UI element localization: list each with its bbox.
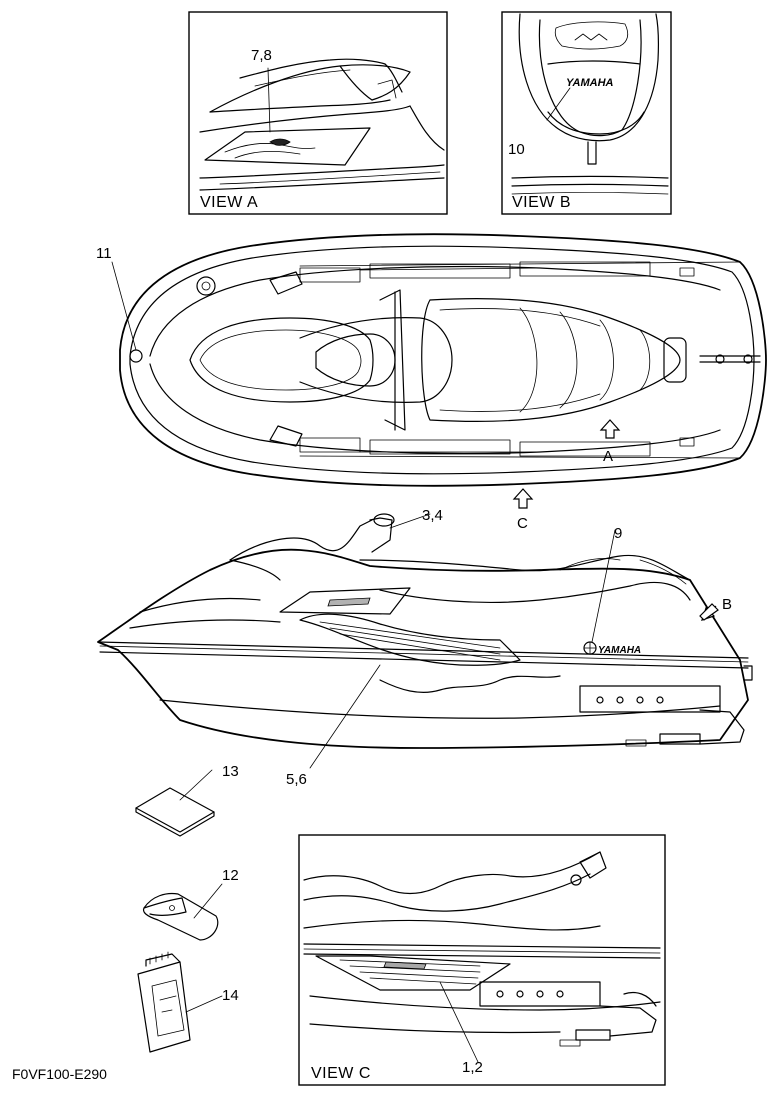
view-b-inset: YAMAHA 10 VIEW B [501, 11, 672, 215]
view-c-caption: VIEW C [311, 1065, 371, 1082]
view-c-inset: 1,2 VIEW C [298, 834, 666, 1086]
callout-12: 12 [222, 867, 239, 884]
arrow-c-label: C [517, 515, 528, 532]
callout-5-6: 5,6 [286, 771, 307, 788]
view-a-caption: VIEW A [200, 194, 258, 211]
pouch-item [142, 883, 223, 941]
booklet-item [135, 769, 215, 837]
view-a-inset: 7,8 VIEW A [188, 11, 448, 215]
callout-11: 11 [96, 245, 112, 262]
arrow-c-icon [512, 488, 534, 509]
arrow-a-label: A [603, 448, 613, 465]
figure-code: F0VF100-E290 [12, 1066, 107, 1082]
top-view [111, 233, 767, 487]
callout-7-8: 7,8 [251, 47, 272, 64]
callout-13: 13 [222, 763, 239, 780]
view-b-caption: VIEW B [512, 194, 571, 211]
callout-1-2: 1,2 [462, 1059, 483, 1076]
view-b-drawing [511, 13, 669, 195]
view-c-drawing [303, 851, 661, 1063]
callout-10: 10 [508, 141, 525, 158]
callout-14: 14 [222, 987, 239, 1004]
side-view [97, 513, 753, 769]
arrow-b-icon [699, 603, 719, 621]
arrow-b-label: B [722, 596, 732, 613]
arrow-a-icon [599, 419, 621, 439]
hood-yamaha-logo: YAMAHA [566, 77, 614, 89]
callout-9: 9 [614, 525, 622, 542]
view-a-drawing [199, 58, 445, 191]
callout-3-4: 3,4 [422, 507, 443, 524]
bag-item [137, 951, 223, 1053]
side-yamaha-logo: YAMAHA [598, 645, 641, 656]
